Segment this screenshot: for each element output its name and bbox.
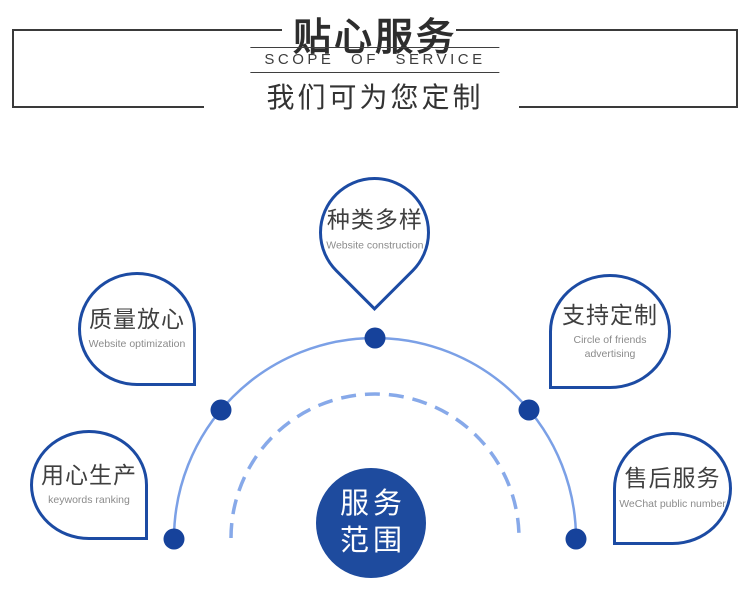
service-bubble-left-lower: 用心生产 keywords ranking bbox=[30, 430, 148, 540]
service-bubble-subtitle: WeChat public number bbox=[619, 497, 726, 510]
arc-dot-left-mid bbox=[210, 399, 232, 421]
header-frame-top-right-line bbox=[456, 29, 738, 31]
service-bubble-title: 用心生产 bbox=[41, 461, 137, 488]
inner-dashed-arc bbox=[229, 392, 521, 539]
page-title: 贴心服务 bbox=[292, 17, 457, 59]
center-scope-line1: 服务 bbox=[339, 488, 406, 520]
service-bubble-title: 售后服务 bbox=[624, 465, 721, 492]
service-bubble-subtitle: keywords ranking bbox=[48, 494, 130, 507]
header-frame-bottom-right-line bbox=[519, 106, 738, 108]
arc-dot-right-mid bbox=[518, 399, 540, 421]
header-frame-top-left-line bbox=[12, 29, 282, 31]
service-bubble-right-lower: 售后服务 WeChat public number bbox=[613, 432, 732, 545]
page-tagline: 我们可为您定制 bbox=[266, 82, 484, 113]
arc-dot-left-end bbox=[163, 528, 185, 550]
service-bubble-left-upper: 质量放心 Website optimization bbox=[78, 272, 196, 386]
service-bubble-right-upper: 支持定制 Circle of friends advertising bbox=[549, 274, 671, 389]
center-scope-line2: 范围 bbox=[339, 525, 406, 557]
service-bubble-content: 支持定制 Circle of friends advertising bbox=[560, 302, 660, 362]
header-frame-left-line bbox=[12, 29, 14, 108]
service-bubble-subtitle: Website construction bbox=[325, 239, 424, 252]
service-bubble-title: 质量放心 bbox=[89, 305, 185, 332]
service-bubble-title: 种类多样 bbox=[326, 206, 423, 233]
service-bubble-content: 用心生产 keywords ranking bbox=[41, 462, 137, 508]
header-frame-right-line bbox=[736, 29, 738, 108]
arc-dot-top bbox=[364, 327, 386, 349]
service-bubble-content: 售后服务 WeChat public number bbox=[619, 465, 726, 511]
page-subtitle-en: SCOPE OF SERVICE bbox=[250, 47, 500, 73]
header-frame-bottom-left-line bbox=[12, 106, 204, 108]
center-scope-circle: 服务 范围 bbox=[316, 468, 426, 578]
service-bubble-title: 支持定制 bbox=[562, 301, 658, 328]
arc-dot-right-end bbox=[565, 528, 587, 550]
service-bubble-subtitle: Website optimization bbox=[88, 338, 186, 351]
service-bubble-content: 质量放心 Website optimization bbox=[89, 306, 186, 352]
service-bubble-subtitle: Circle of friends advertising bbox=[573, 334, 647, 360]
service-bubble-content: 种类多样 Website construction bbox=[326, 207, 423, 253]
